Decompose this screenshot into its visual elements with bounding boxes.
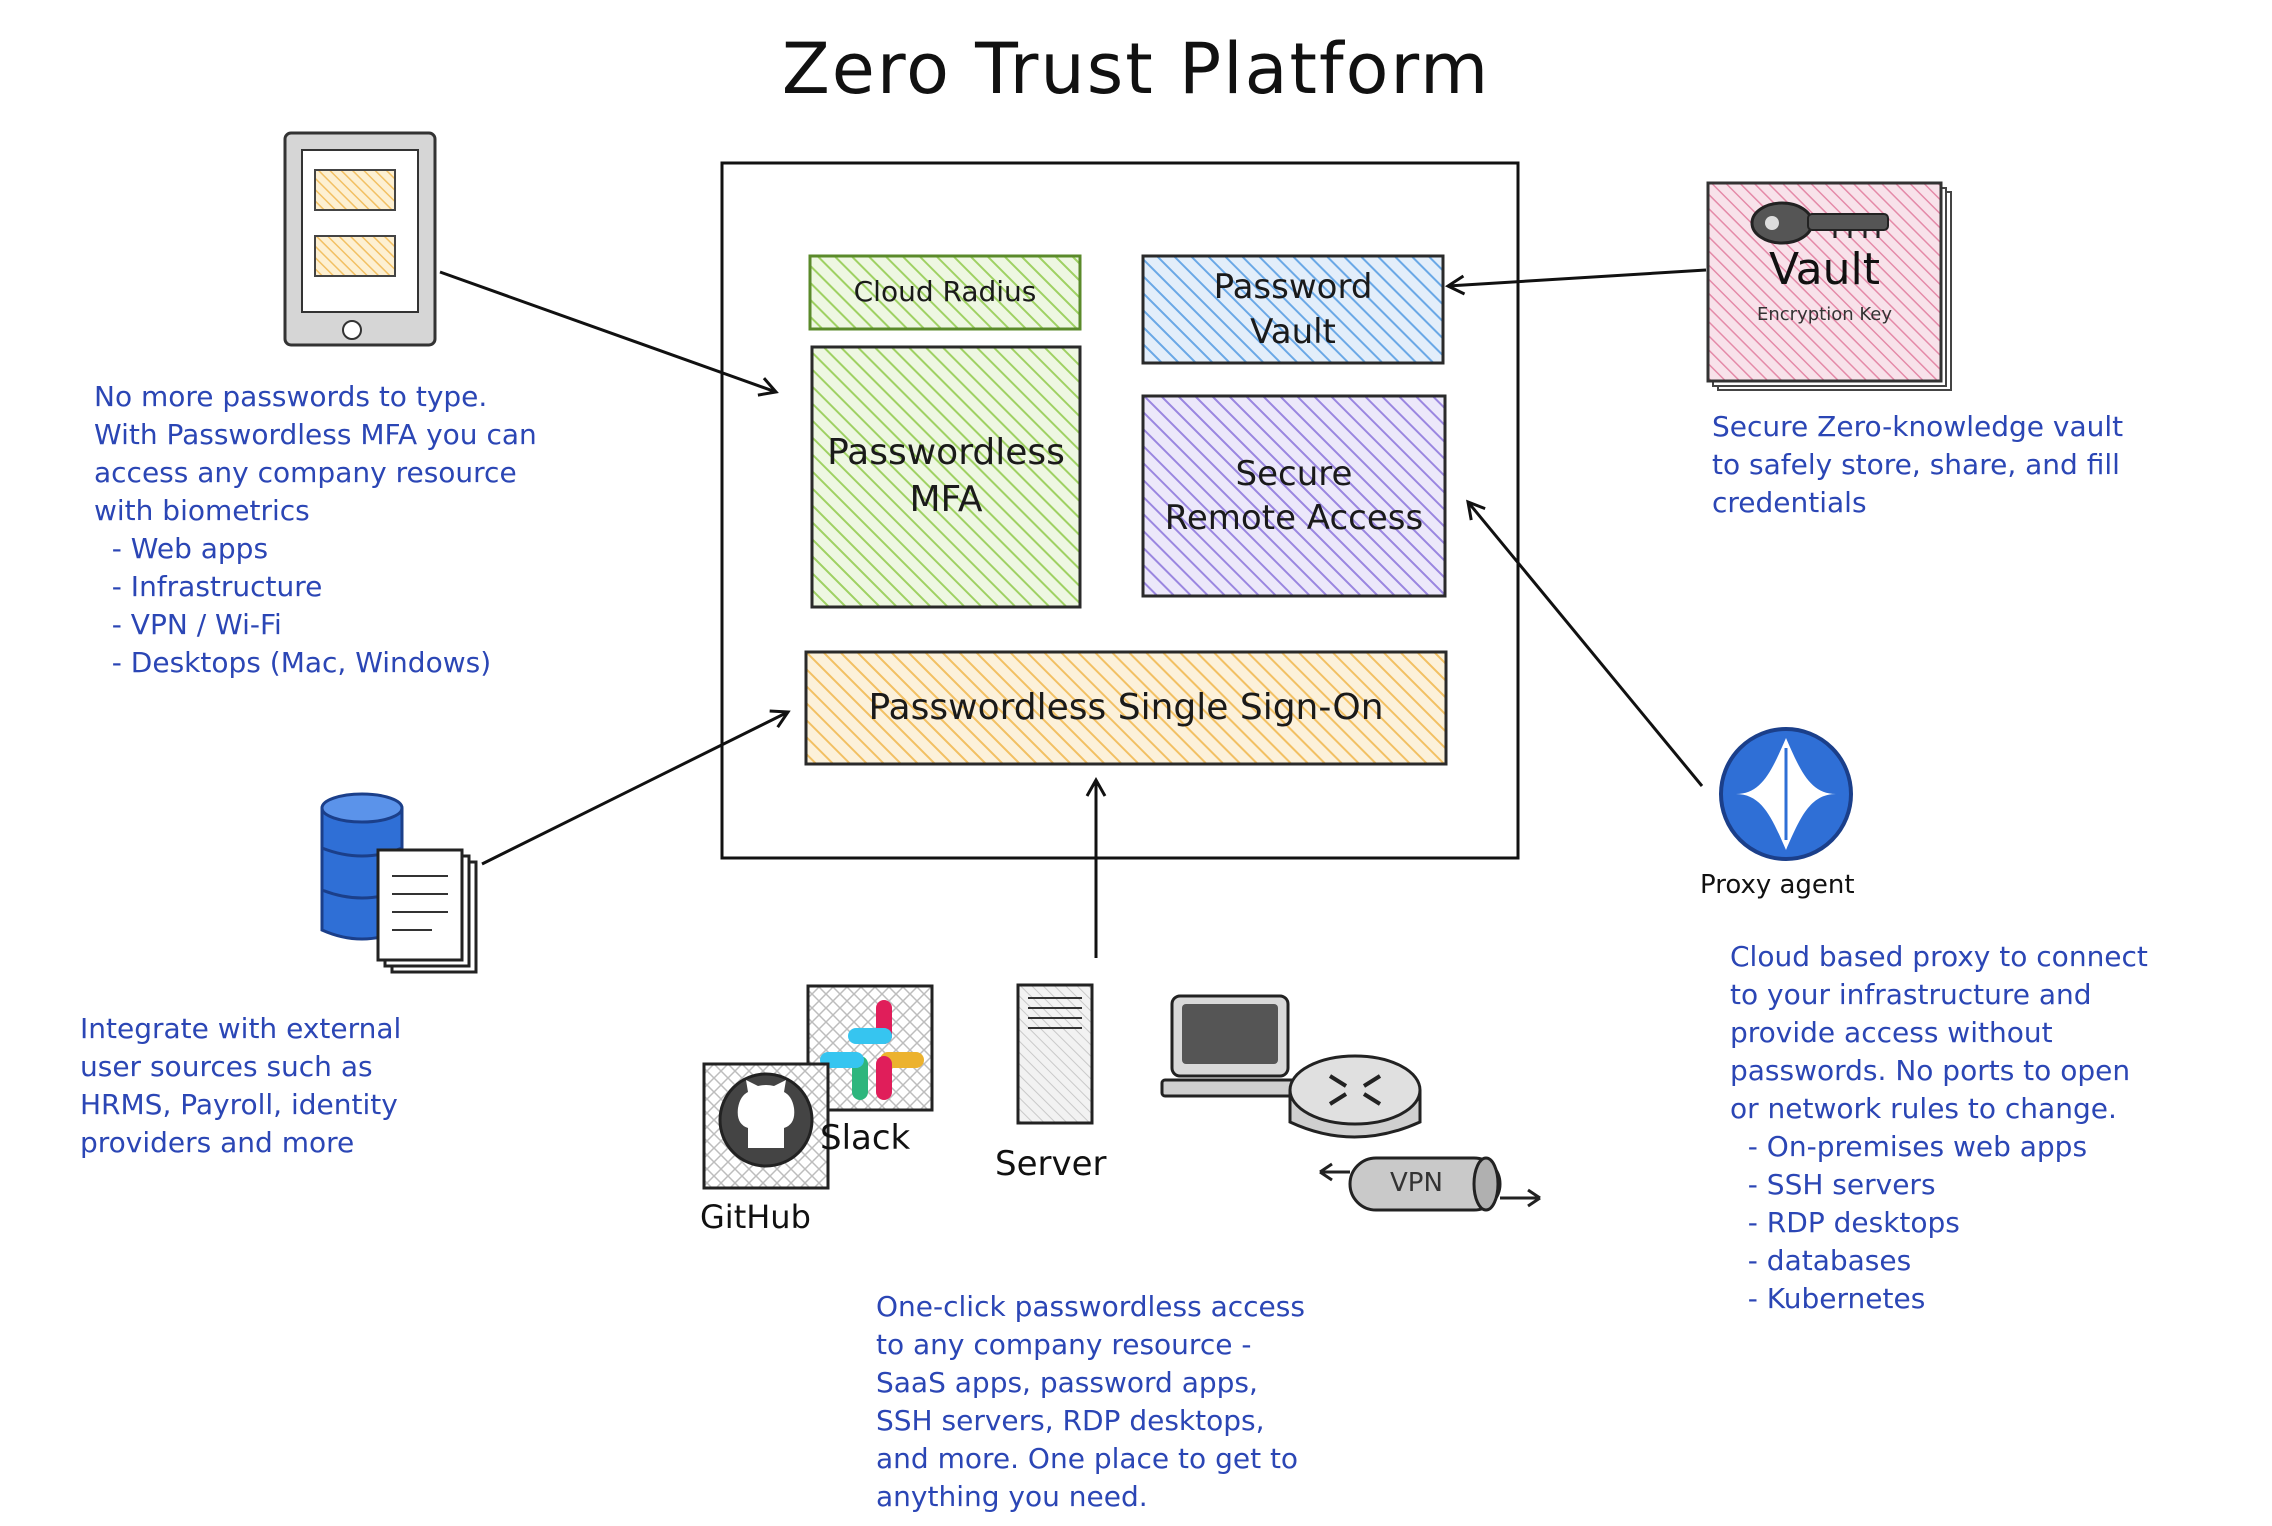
passwordless-sso-label: Passwordless Single Sign-On [868, 686, 1384, 728]
passwordless-mfa-label: Passwordless MFA [827, 432, 1065, 520]
slack-label: Slack [820, 1118, 911, 1158]
secure-remote-access-label: Secure Remote Access [1164, 453, 1424, 538]
router-icon [1288, 1054, 1422, 1139]
vpn-tunnel-icon [1319, 1156, 1541, 1212]
passwordless-sso-box [804, 650, 1448, 766]
vault-note: Secure Zero-knowledge vault to safely st… [1712, 410, 2124, 519]
cloud-radius-label: Cloud Radius [853, 275, 1037, 309]
vault-subtitle-label: Encryption Key [1757, 304, 1892, 325]
diagram-title: Zero Trust Platform [781, 28, 1491, 110]
server-label: Server [995, 1144, 1107, 1184]
arrow-database-to-sso [481, 709, 791, 866]
mfa-note: No more passwords to type. With Password… [94, 380, 537, 679]
proxy-agent-icon [1719, 727, 1853, 861]
integrate-note: Integrate with external user sources suc… [80, 1012, 402, 1159]
proxy-note: Cloud based proxy to connect to your inf… [1730, 940, 2148, 1315]
sso-note: One-click passwordless access to any com… [876, 1290, 1305, 1513]
arrow-phone-to-mfa [439, 270, 779, 397]
documents-icon [376, 848, 478, 974]
github-label: GitHub [700, 1198, 811, 1236]
cloud-radius-box [808, 254, 1082, 331]
desktop-computer-icon [1160, 994, 1300, 1098]
phone-icon [283, 131, 437, 347]
arrow-proxy-to-remote-access [1466, 499, 1704, 787]
vpn-label: VPN [1390, 1168, 1443, 1198]
password-vault-box [1141, 254, 1445, 365]
password-vault-label: Password Vault [1213, 267, 1373, 352]
arrow-vault-to-password-vault [1444, 268, 1707, 296]
proxy-agent-label: Proxy agent [1700, 870, 1855, 900]
server-icon [1016, 983, 1094, 1125]
passwordless-mfa-box [810, 345, 1082, 609]
secure-remote-access-box [1141, 394, 1447, 598]
platform-frame [720, 161, 1520, 860]
vault-title-label: Vault [1768, 244, 1880, 295]
github-icon [702, 1062, 830, 1190]
vault-card-icon [1706, 181, 1952, 391]
key-icon [1750, 201, 1889, 245]
